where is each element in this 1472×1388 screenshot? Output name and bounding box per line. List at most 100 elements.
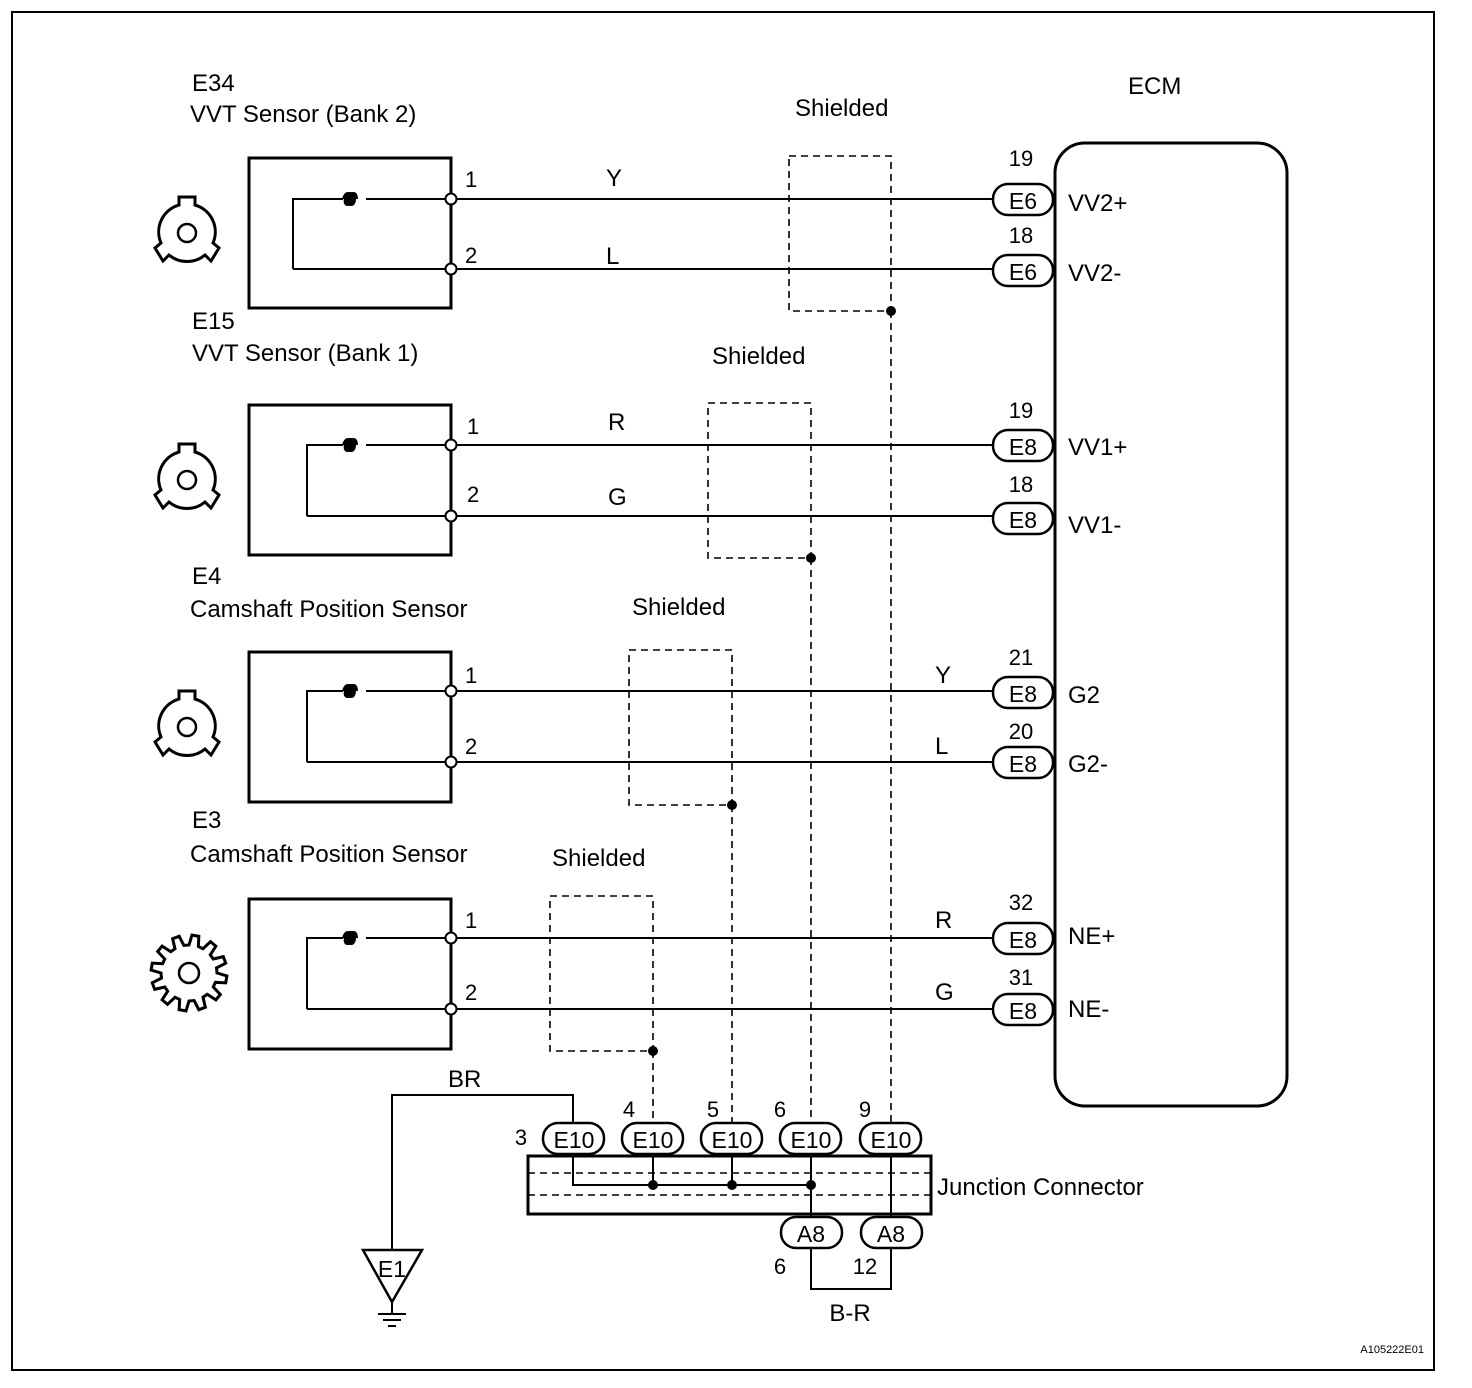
ecm-connector-4: E8 21 G2 (991, 645, 1100, 710)
coil-icon (292, 192, 451, 270)
ecm-terminal-name: VV2- (1068, 260, 1121, 287)
junction-top-connector-3: E10 6 (774, 1097, 843, 1156)
e4-code: E4 (192, 563, 221, 590)
e3-code: E3 (192, 807, 221, 834)
ecm-pin-number: 19 (1009, 146, 1033, 171)
junction-pin-number: 6 (774, 1097, 786, 1122)
e4-name: Camshaft Position Sensor (190, 596, 467, 623)
ecm-connector-2: E8 19 VV1+ (991, 398, 1127, 463)
terminal-circle (444, 931, 458, 945)
ecm-connector-6: E8 32 NE+ (991, 890, 1115, 956)
ecm-pin-number: 18 (1009, 472, 1033, 497)
sensor-e4 (247, 650, 453, 804)
timing-rotor-icon (153, 442, 221, 511)
coil-icon (306, 684, 451, 763)
ecm-pin-number: 19 (1009, 398, 1033, 423)
junction-connector-label: E10 (633, 1127, 674, 1153)
junction-top-connector-4: E10 9 (858, 1097, 923, 1156)
ecm-terminal-name: G2- (1068, 751, 1108, 778)
shield-4 (549, 895, 658, 1128)
ecm-terminal-name: NE+ (1068, 923, 1115, 950)
e15-pin-1: 1 (467, 414, 479, 439)
ecm-box (1053, 141, 1289, 1108)
wire-color-5: L (935, 733, 948, 760)
terminal-circle (444, 1002, 458, 1016)
terminal-circle (444, 262, 458, 276)
e3-name: Camshaft Position Sensor (190, 841, 467, 868)
ecm-connector-label: E8 (1009, 507, 1037, 533)
junction-connector-label: E10 (871, 1127, 912, 1153)
junction-connector-label: E10 (791, 1127, 832, 1153)
sensor-e3 (247, 897, 453, 1051)
ecm-connector-label: E8 (1009, 434, 1037, 460)
ecm-connector-label: E6 (1009, 259, 1037, 285)
junction-connector-label: E10 (554, 1127, 595, 1153)
ecm-pin-number: 20 (1009, 719, 1033, 744)
coil-icon (306, 931, 451, 1010)
ecm-connector-7: E8 31 NE- (991, 965, 1109, 1027)
wire-color-6: R (935, 907, 952, 934)
shield-label-1: Shielded (795, 95, 888, 122)
figure-id: A105222E01 (1360, 1344, 1424, 1356)
ground-icon: E1 (360, 1248, 425, 1327)
wire-b-r (810, 1248, 892, 1290)
ecm-terminal-name: VV1- (1068, 512, 1121, 539)
sensor-e34 (247, 156, 453, 310)
sensor-e15-box (247, 403, 453, 557)
ecm-connector-label: E8 (1009, 681, 1037, 707)
shield-3 (628, 649, 737, 1128)
junction-connector: Junction Connector (526, 1150, 1144, 1218)
e4-pin-2: 2 (465, 734, 477, 759)
frame-border (11, 11, 1435, 1371)
timing-rotor-icon (153, 689, 221, 758)
sensor-e34-box (247, 156, 453, 310)
e34-name: VVT Sensor (Bank 2) (190, 101, 416, 128)
ecm-connector-label: E8 (1009, 927, 1037, 953)
ecm-terminal-name: NE- (1068, 996, 1109, 1023)
terminal-circle (444, 684, 458, 698)
ecm-connector-label: E8 (1009, 751, 1037, 777)
junction-connector-label: A8 (877, 1221, 905, 1247)
ecm-pin-number: 32 (1009, 890, 1033, 915)
junction-top-connector-2: E10 5 (699, 1097, 764, 1156)
junction-connector-label: A8 (797, 1221, 825, 1247)
junction-pin-number: 5 (707, 1097, 719, 1122)
e34-pin-2: 2 (465, 243, 477, 268)
junction-pin-number: 3 (515, 1125, 527, 1150)
sensor-e3-box (247, 897, 453, 1051)
junction-bottom-connector-1: A8 12 (853, 1215, 924, 1279)
e4-pin-1: 1 (465, 663, 477, 688)
ecm-pin-number: 31 (1009, 965, 1033, 990)
junction-pin-number: 12 (853, 1254, 877, 1279)
terminal-circle (444, 192, 458, 206)
wire-color-0: Y (606, 165, 622, 192)
junction-pin-number: 4 (623, 1097, 635, 1122)
e15-name: VVT Sensor (Bank 1) (192, 340, 418, 367)
ground-wire-color: BR (448, 1066, 481, 1093)
ground-code: E1 (378, 1256, 406, 1282)
junction-connector-label: E10 (712, 1127, 753, 1153)
shield-label-3: Shielded (632, 594, 725, 621)
ecm-terminal-name: VV1+ (1068, 434, 1127, 461)
wire-color-7: G (935, 979, 954, 1006)
e34-code: E34 (192, 70, 235, 97)
ecm-terminal-name: G2 (1068, 682, 1100, 709)
junction-top-connector-1: E10 4 (620, 1097, 685, 1156)
ecm-connector-3: E8 18 VV1- (991, 472, 1121, 539)
ecm-connector-1: E6 18 VV2- (991, 223, 1121, 288)
ecm-terminal-name: VV2+ (1068, 190, 1127, 217)
e15-code: E15 (192, 308, 235, 335)
junction-pin-number: 6 (774, 1254, 786, 1279)
junction-pin-number: 9 (859, 1097, 871, 1122)
timing-rotor-icon (153, 195, 221, 264)
terminal-circle (444, 755, 458, 769)
e15-pin-2: 2 (467, 482, 479, 507)
ecm-connector-0: E6 19 VV2+ (991, 146, 1127, 217)
coil-icon (306, 438, 451, 517)
e3-pin-1: 1 (465, 908, 477, 933)
shield-2 (707, 402, 816, 1128)
ecm-connector-label: E6 (1009, 188, 1037, 214)
junction-label: Junction Connector (937, 1174, 1144, 1201)
wire-color-2: R (608, 409, 625, 436)
